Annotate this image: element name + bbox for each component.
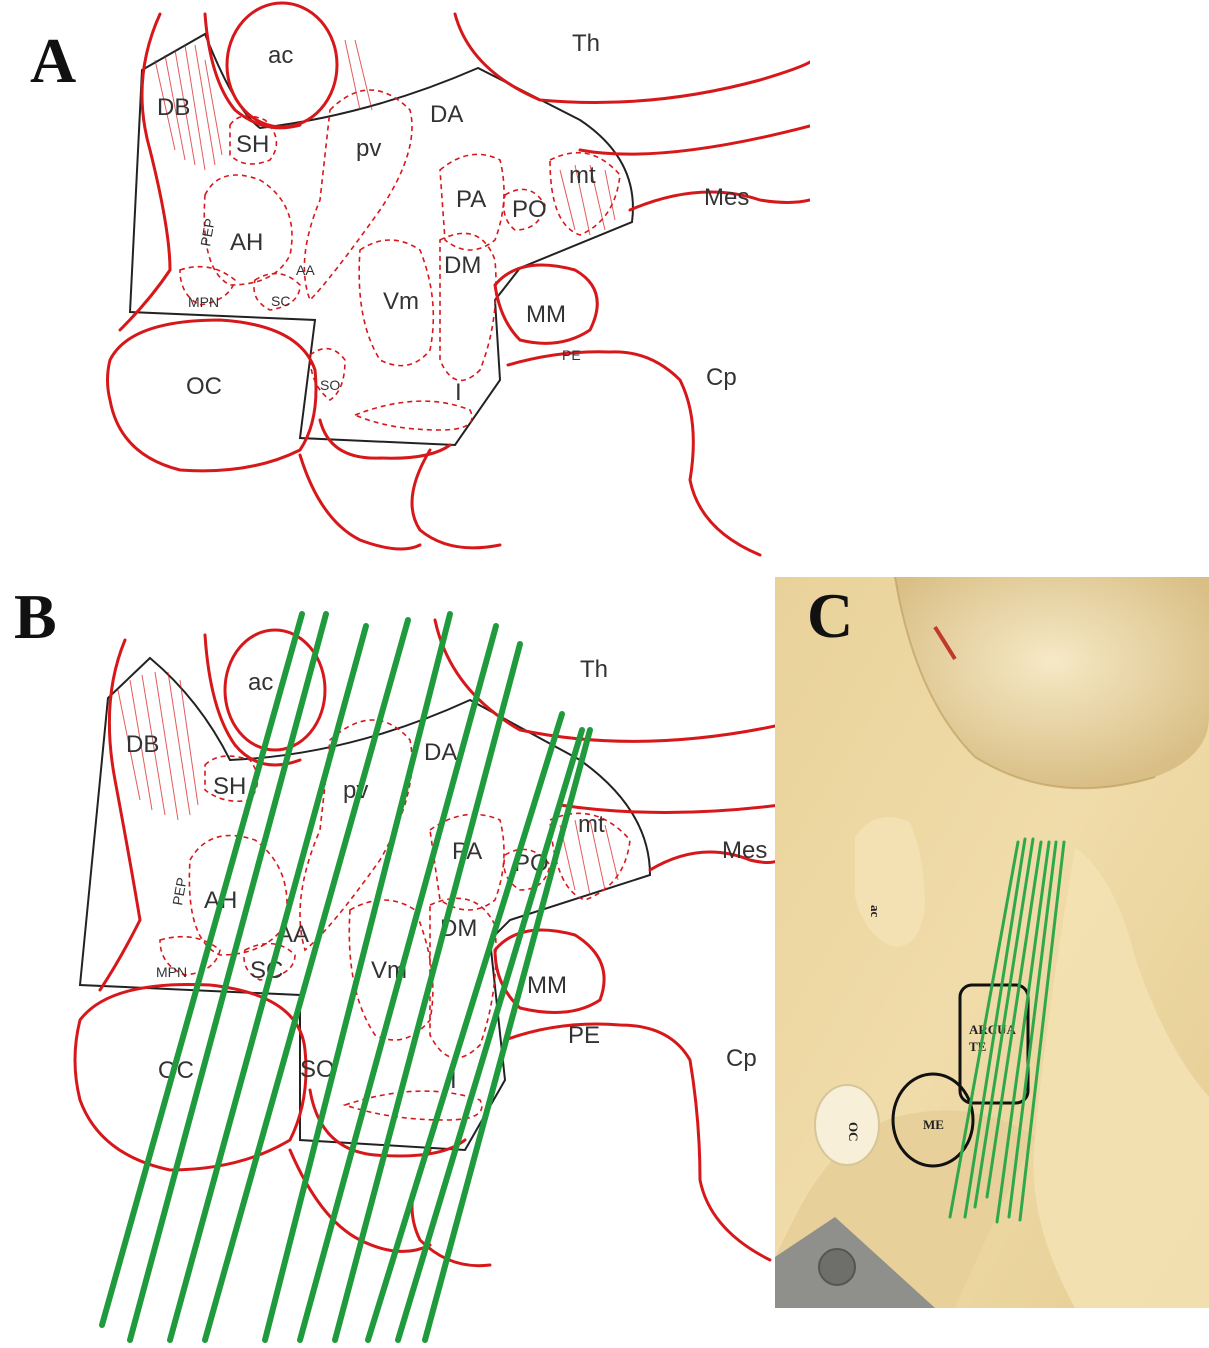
cut-line [398,730,582,1340]
region-label-po: PO [512,196,547,223]
region-label-mes: Mes [722,837,767,864]
photo-label-oc: OC [846,1122,861,1142]
region-label-ah: AH [230,229,263,256]
region-label-da: DA [430,101,463,128]
region-label-ac: ac [268,42,293,69]
region-label-pa: PA [456,186,486,213]
region-label-db: DB [157,94,190,121]
region-label-sh: SH [236,131,269,158]
region-label-pep: PEP [169,876,190,906]
region-label-sc: SC [271,293,290,309]
region-label-th: Th [572,30,600,57]
hypothalamus-schematic [108,3,811,555]
region-label-mm: MM [527,972,567,999]
region-label-ac: ac [248,669,273,696]
region-label-cp: Cp [726,1045,757,1072]
region-label-db: DB [126,731,159,758]
panel-b: B ac Th DB SH pv DA mt PA PO Mes PEP AH … [0,580,780,1348]
region-label-dm: DM [444,252,481,279]
region-label-mm: MM [526,301,566,328]
cut-line [368,714,562,1340]
region-label-pv: pv [356,135,381,162]
region-label-mes: Mes [704,184,749,211]
region-label-pe: PE [562,347,581,363]
cut-line [425,730,590,1340]
panel-c-label: C [807,580,853,651]
region-label-mpn: MPN [188,294,219,310]
region-label-cp: Cp [706,364,737,391]
region-label-pe: PE [568,1022,600,1049]
cut-line [265,614,450,1340]
region-label-mt: mt [569,162,596,189]
photo-label-arcuate-2: TE [969,1039,986,1054]
hypothalamus-schematic [75,620,780,1266]
panel-a: A ac Th DB SH pv DA mt PA PO Mes PEP AH … [0,0,810,560]
region-label-vm: Vm [383,288,419,315]
region-labels-a: ac Th DB SH pv DA mt PA PO Mes PEP AH AA… [157,30,749,406]
region-label-i: I [455,379,462,406]
region-label-sh: SH [213,773,246,800]
region-label-pep: PEP [197,217,218,247]
region-label-mt: mt [578,811,605,838]
photo-label-me: ME [923,1117,944,1132]
photo-label-ac: ac [868,905,883,918]
region-label-so: SO [320,377,340,393]
region-label-mpn: MPN [156,964,187,980]
region-label-aa: AA [296,262,315,278]
panel-b-label: B [14,581,57,652]
region-label-oc: OC [186,373,222,400]
region-label-da: DA [424,739,457,766]
region-label-th: Th [580,656,608,683]
panel-a-label: A [30,25,76,96]
panel-c-photo: OC ac ME ARCUA TE C [775,577,1209,1308]
cut-line [300,626,496,1340]
